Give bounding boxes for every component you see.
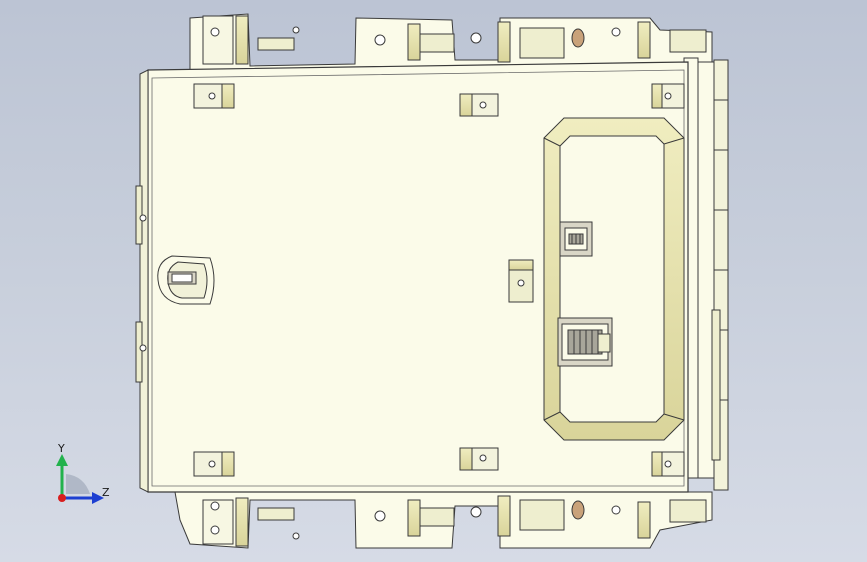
x-axis-origin [58,494,66,502]
triad-axes [56,454,104,504]
corner-tabs [193,83,685,477]
left-latch [157,255,215,305]
triad-plane [66,474,90,494]
z-axis-arrowhead [92,492,104,504]
y-axis-label: Y [58,442,65,455]
y-axis-arrowhead [56,454,68,466]
connector-window [543,117,685,441]
top-mounting-rail [189,13,713,73]
center-boss [508,259,534,303]
bottom-mounting-rail [174,491,713,549]
coordinate-triad: Y Z [40,438,130,518]
small-connector [559,221,593,257]
right-side-rails [683,57,729,491]
large-connector [557,317,613,367]
z-axis-label: Z [102,486,110,499]
